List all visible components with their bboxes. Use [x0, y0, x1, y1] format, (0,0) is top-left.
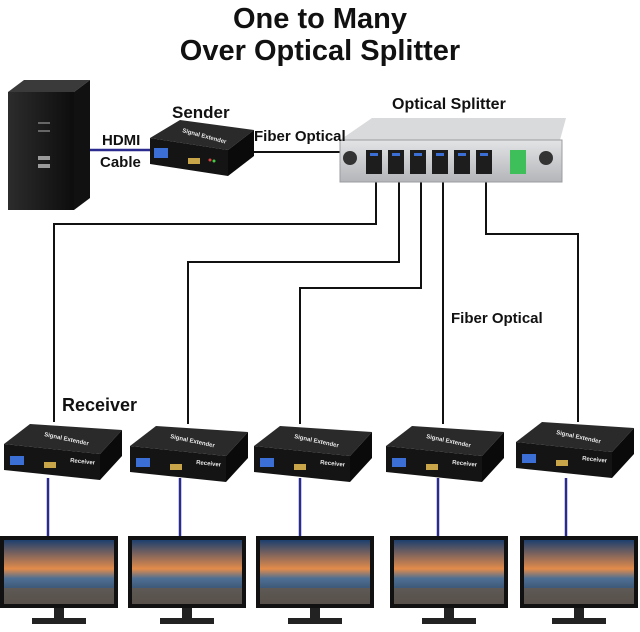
fiber-optical-label-right: Fiber Optical — [451, 310, 543, 327]
monitor-1-icon — [0, 536, 118, 624]
receiver-device-2: Signal Extender Receiver — [130, 426, 248, 482]
receiver-2-side-text: Receiver — [196, 460, 222, 469]
monitor-5-icon — [520, 536, 638, 624]
sender-label: Sender — [172, 103, 230, 122]
fiber-lines — [53, 151, 579, 424]
fiber-to-receiver-5 — [485, 180, 579, 422]
hdmi-lines — [46, 148, 568, 538]
receiver-device-3: Signal Extender Receiver — [254, 426, 372, 482]
pc-tower-icon — [8, 80, 90, 210]
receiver-device-5: Signal Extender Receiver — [516, 422, 634, 478]
optical-splitter-device — [339, 118, 566, 183]
monitor-4-icon — [390, 536, 508, 624]
hdmi-label-line1: HDMI — [102, 132, 141, 149]
receiver-4-side-text: Receiver — [452, 460, 478, 469]
splitter-ports — [366, 150, 526, 174]
receiver-device-1: Signal Extender Receiver — [4, 424, 122, 480]
receiver-3-side-text: Receiver — [320, 460, 346, 469]
receiver-device-4: Signal Extender Receiver — [386, 426, 504, 482]
fiber-optical-label-top: Fiber Optical — [254, 128, 346, 145]
monitor-3-icon — [256, 536, 374, 624]
receiver-1-side-text: Receiver — [70, 458, 96, 467]
title-line-2: Over Optical Splitter — [179, 35, 461, 67]
fiber-to-receiver-3 — [299, 180, 422, 424]
monitor-2-icon — [128, 536, 246, 624]
sender-device: Signal Extender — [150, 120, 254, 176]
fiber-to-receiver-2 — [187, 180, 400, 424]
title-line-1: One to Many — [232, 3, 407, 35]
receiver-5-side-text: Receiver — [582, 456, 608, 465]
fiber-to-receiver-1 — [53, 180, 377, 422]
hdmi-label-line2: Cable — [100, 154, 141, 171]
optical-splitter-label: Optical Splitter — [392, 96, 506, 113]
receiver-label: Receiver — [62, 395, 138, 415]
